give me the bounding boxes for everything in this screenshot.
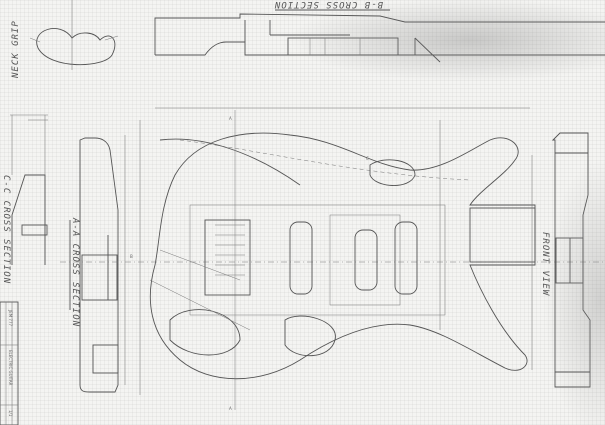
front-view: FRONT VIEW [531, 132, 591, 388]
title-model: JEM 777 [8, 309, 13, 327]
neck-grip-label: NECK GRIP [11, 20, 21, 79]
neck-grip-profile: NECK GRIP [11, 0, 119, 79]
title-scale: 1/1 [8, 410, 13, 417]
title-block: JEM 777 ELECTRIC GUITAR 1/1 [0, 301, 19, 425]
title-name: ELECTRIC GUITAR [8, 350, 13, 386]
b-b-section-label: B-B CROSS SECTION [274, 0, 383, 9]
c-c-cross-section: C-C CROSS SECTION [1, 114, 48, 284]
c-c-section-label: C-C CROSS SECTION [1, 175, 11, 284]
section-a-marker-bottom: A [229, 406, 232, 411]
b-b-cross-section: B-B CROSS SECTION [154, 0, 605, 63]
a-a-section-label: A-A CROSS SECTION [70, 217, 80, 327]
a-a-cross-section: A-A CROSS SECTION [69, 137, 119, 393]
section-b-marker: B [130, 254, 133, 259]
guitar-body-top-view: A A B C [60, 107, 605, 411]
section-c-marker: C [366, 156, 369, 161]
section-a-marker-top: A [229, 116, 232, 121]
front-view-label: FRONT VIEW [540, 232, 550, 297]
